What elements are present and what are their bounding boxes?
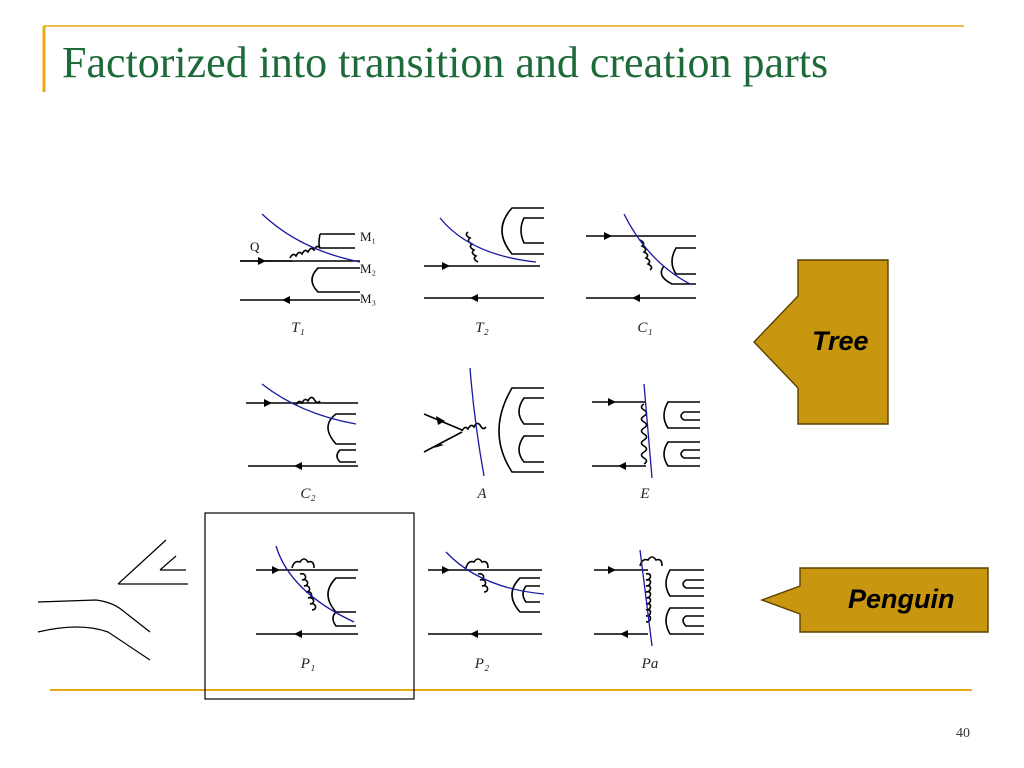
tree-callout-label: Tree [812,326,869,356]
label-q: Q [250,239,260,254]
diagram-c2 [246,396,358,470]
diagram-t2 [424,207,544,302]
cut-line-t1 [261,213,361,263]
diagram-t1 [240,233,360,304]
caption-t1: T₁ [291,320,305,336]
cut-line-p1 [275,545,355,623]
caption-c2: C₂ [300,486,316,502]
caption-a: A [477,486,487,502]
caption-c1: C₁ [637,320,653,336]
cut-line-a [469,367,485,477]
caption-p2: P₂ [474,656,490,672]
cut-line-t2 [439,217,537,263]
diagram-p2 [428,558,542,638]
cut-line-c1 [623,213,691,285]
caption-p1: P₁ [300,656,316,672]
slide-title: Factorized into transition and creation … [62,38,829,87]
cut-line-p2 [445,551,545,595]
diagram-a [423,387,544,473]
cut-line-c2 [261,383,357,425]
diagram-p1 [256,558,358,638]
left-sketch-strokes [37,539,188,661]
caption-t2: T₂ [475,320,489,336]
tree-callout-shape [753,259,889,425]
diagram-pa [594,556,704,638]
page-number: 40 [956,726,970,741]
cut-line-pa [639,549,653,647]
caption-e: E [640,486,650,502]
label-m1: M₁ [360,229,377,244]
diagram-c1 [586,232,696,302]
label-m3: M₃ [360,291,377,306]
caption-pa: Pa [641,656,659,672]
p1-highlight-box [204,512,415,700]
label-m2: M₂ [360,261,377,276]
cut-line-e [643,383,653,479]
penguin-callout-shape [759,567,989,633]
penguin-callout-label: Penguin [848,584,955,614]
